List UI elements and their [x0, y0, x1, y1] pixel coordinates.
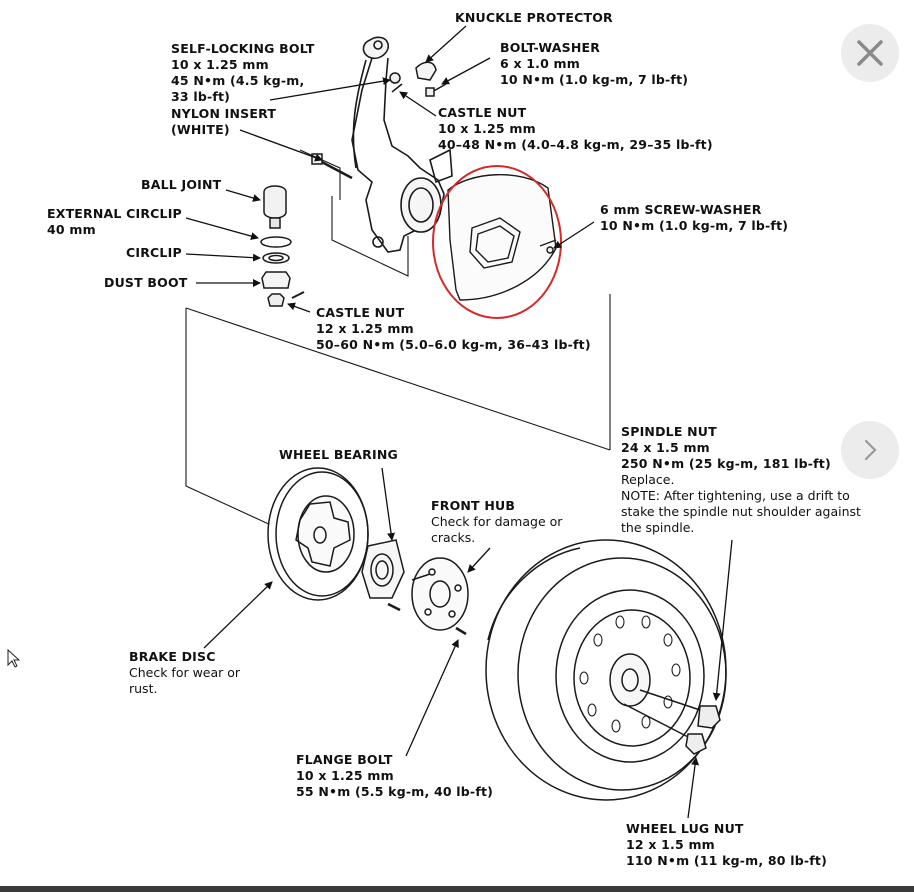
label-castle-nut-lower: CASTLE NUT 12 x 1.25 mm 50–60 N•m (5.0–6… [316, 305, 591, 352]
label-castle-nut-upper: CASTLE NUT 10 x 1.25 mm 40–48 N•m (4.0–4… [438, 105, 713, 152]
wheel-tire-illustration [485, 539, 727, 801]
label-external-circlip: EXTERNAL CIRCLIP 40 mm [47, 206, 182, 237]
dust-shield [447, 173, 557, 301]
label-self-locking-bolt: SELF-LOCKING BOLT 10 x 1.25 mm 45 N•m (4… [171, 41, 315, 104]
ball-joint-stack [260, 185, 305, 307]
knuckle-illustration [351, 36, 453, 253]
label-ball-joint: BALL JOINT [141, 177, 222, 192]
label-screw-washer: 6 mm SCREW-WASHER 10 N•m (1.0 kg-m, 7 lb… [600, 202, 789, 233]
label-wheel-lug-nut: WHEEL LUG NUT 12 x 1.5 mm 110 N•m (11 kg… [626, 821, 827, 868]
leader-arrows [185, 25, 733, 819]
mouse-cursor-icon [7, 649, 21, 668]
brake-disc-illustration [267, 467, 369, 601]
knuckle-protector-part [415, 61, 437, 81]
next-button[interactable] [841, 421, 899, 479]
label-spindle-nut: SPINDLE NUT 24 x 1.5 mm 250 N•m (25 kg-m… [621, 424, 861, 535]
chevron-right-icon [864, 439, 877, 461]
label-circlip: CIRCLIP [126, 245, 182, 260]
bottom-edge-bar [0, 886, 914, 892]
front-hub-illustration [387, 557, 469, 636]
label-wheel-bearing: WHEEL BEARING [279, 447, 398, 462]
wheel-bearing-illustration [361, 539, 405, 599]
label-knuckle-protector: KNUCKLE PROTECTOR [455, 10, 613, 25]
label-front-hub: FRONT HUB Check for damage or cracks. [431, 498, 563, 545]
close-button[interactable] [841, 24, 899, 82]
close-icon [857, 40, 883, 66]
label-nylon-insert: NYLON INSERT (WHITE) [171, 106, 277, 137]
small-bolts [311, 72, 447, 180]
label-flange-bolt: FLANGE BOLT 10 x 1.25 mm 55 N•m (5.5 kg-… [296, 752, 494, 799]
label-brake-disc: BRAKE DISC Check for wear or rust. [129, 649, 241, 696]
label-dust-boot: DUST BOOT [104, 275, 188, 290]
label-bolt-washer: BOLT-WASHER 6 x 1.0 mm 10 N•m (1.0 kg-m,… [500, 40, 689, 87]
